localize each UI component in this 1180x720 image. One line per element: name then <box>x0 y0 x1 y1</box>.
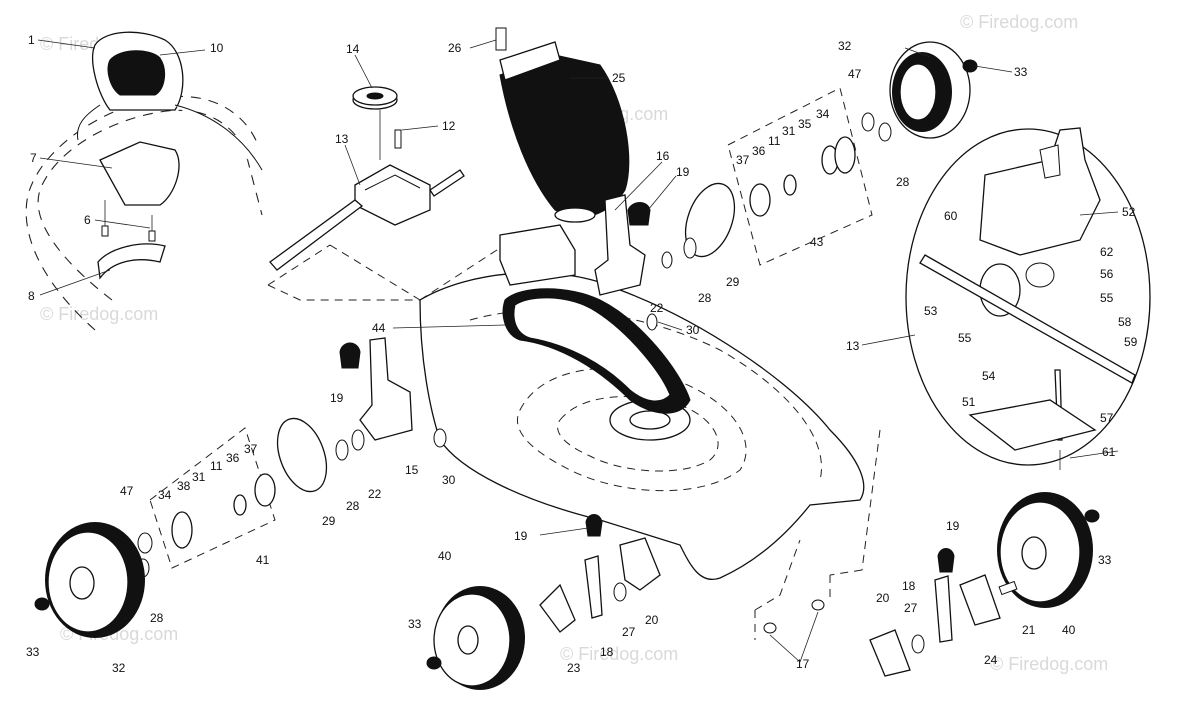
callout-label: 26 <box>448 41 462 55</box>
callout-label: 19 <box>514 529 528 543</box>
callout-label: 33 <box>1098 553 1112 567</box>
callout-label: 55 <box>958 331 972 345</box>
callout-label: 20 <box>876 591 890 605</box>
callout-label: 8 <box>28 289 35 303</box>
callout-label: 22 <box>368 487 382 501</box>
callout-label: 34 <box>158 488 172 502</box>
leader-lines <box>37 39 1119 663</box>
watermark: © Firedog.com <box>990 654 1108 674</box>
callout-label: 23 <box>567 661 581 675</box>
bolts-17 <box>754 429 881 640</box>
callout-label: 18 <box>902 579 916 593</box>
control-panel <box>76 31 263 171</box>
callout-label: 34 <box>816 107 830 121</box>
watermark: © Firedog.com <box>560 644 678 664</box>
callout-label: 17 <box>796 657 810 671</box>
callout-label: 27 <box>622 625 636 639</box>
callout-label: 22 <box>650 301 664 315</box>
hubcaps <box>276 182 736 493</box>
height-adjuster-brackets <box>339 194 651 441</box>
handle-bracket <box>97 141 180 280</box>
callout-label: 24 <box>984 653 998 667</box>
callout-label: 37 <box>736 153 750 167</box>
wheel-front-right <box>997 492 1093 608</box>
callout-label: 44 <box>372 321 386 335</box>
callout-label: 29 <box>726 275 740 289</box>
wheel-front-left <box>433 586 525 690</box>
callout-label: 41 <box>256 553 270 567</box>
callout-label: 54 <box>982 369 996 383</box>
callout-label: 59 <box>1124 335 1138 349</box>
callout-label: 25 <box>612 71 626 85</box>
callout-label: 52 <box>1122 205 1136 219</box>
callout-label: 33 <box>408 617 422 631</box>
callout-label: 36 <box>752 144 766 158</box>
callout-label: 21 <box>1022 623 1036 637</box>
callout-label: 40 <box>1062 623 1076 637</box>
callout-label: 40 <box>438 549 452 563</box>
front-adjusters <box>539 514 1018 677</box>
callout-label: 28 <box>896 175 910 189</box>
callout-label: 29 <box>322 514 336 528</box>
callout-label: 28 <box>346 499 360 513</box>
callout-label: 31 <box>192 470 206 484</box>
callout-label: 6 <box>84 213 91 227</box>
callout-label: 28 <box>698 291 712 305</box>
watermark: © Firedog.com <box>960 12 1078 32</box>
callout-label: 13 <box>846 339 860 353</box>
callout-label: 30 <box>442 473 456 487</box>
handle-outline <box>25 95 263 331</box>
watermark: © Firedog.com <box>40 304 158 324</box>
callout-label: 14 <box>346 42 360 56</box>
callout-label: 19 <box>946 519 960 533</box>
callout-label: 18 <box>600 645 614 659</box>
callout-label: 60 <box>944 209 958 223</box>
callout-label: 47 <box>120 484 134 498</box>
callout-label: 30 <box>686 323 700 337</box>
callout-label: 19 <box>330 391 344 405</box>
callout-label: 37 <box>244 442 258 456</box>
callout-label: 11 <box>210 459 223 473</box>
callout-label: 7 <box>30 151 37 165</box>
callout-label: 53 <box>924 304 938 318</box>
wheel-rear-right <box>889 41 971 139</box>
callout-label: 56 <box>1100 267 1114 281</box>
callout-label: 38 <box>177 479 191 493</box>
callout-label: 51 <box>962 395 976 409</box>
callout-label: 55 <box>1100 291 1114 305</box>
callout-label: 61 <box>1102 445 1116 459</box>
callout-label: 28 <box>150 611 164 625</box>
callout-label: 13 <box>335 132 349 146</box>
callout-label: 43 <box>810 235 824 249</box>
callout-label: 35 <box>798 117 812 131</box>
callout-label: 12 <box>442 119 456 133</box>
transmission <box>267 86 521 301</box>
callout-label: 10 <box>210 41 224 55</box>
callout-label: 62 <box>1100 245 1114 259</box>
mower-deck <box>419 224 865 581</box>
callout-label: 32 <box>838 39 852 53</box>
callout-label: 31 <box>782 124 796 138</box>
discharge-chute <box>495 27 630 223</box>
callout-label: 33 <box>26 645 40 659</box>
wheels <box>34 41 1100 690</box>
callout-label: 33 <box>1014 65 1028 79</box>
callout-label: 19 <box>676 165 690 179</box>
callout-label: 58 <box>1118 315 1132 329</box>
callout-label: 11 <box>768 134 781 148</box>
callout-labels: 1 10 7 6 8 14 12 13 26 25 16 19 22 28 29… <box>26 33 1138 675</box>
callout-label: 32 <box>112 661 126 675</box>
gearbox-inset <box>905 127 1151 470</box>
callout-label: 16 <box>656 149 670 163</box>
callout-label: 36 <box>226 451 240 465</box>
callout-label: 57 <box>1100 411 1114 425</box>
callout-label: 20 <box>645 613 659 627</box>
callout-label: 47 <box>848 67 862 81</box>
callout-label: 15 <box>405 463 419 477</box>
wheel-rear-left <box>45 522 145 638</box>
callout-label: 27 <box>904 601 918 615</box>
callout-label: 1 <box>28 33 35 47</box>
